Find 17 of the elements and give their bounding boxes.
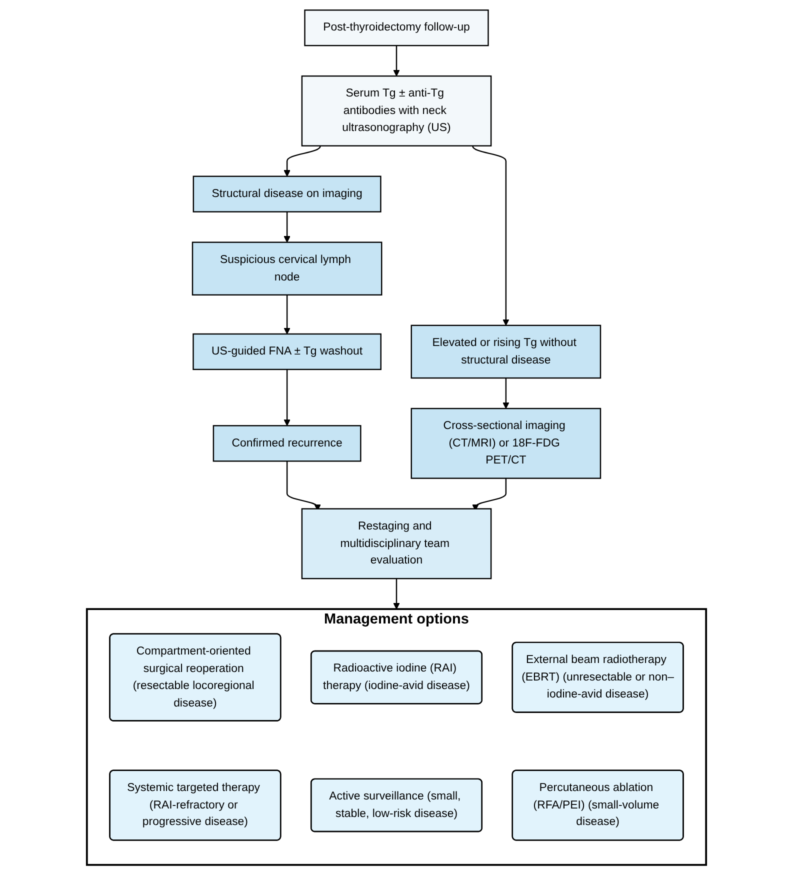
node-box: Structural disease on imaging: [192, 176, 382, 212]
node-box: US-guided FNA ± Tg washout: [192, 333, 382, 370]
arrow: [284, 369, 290, 426]
node-box: Suspicious cervical lymph node: [192, 242, 382, 296]
arrow: [502, 378, 510, 409]
node-box: Post-thyroidectomy follow-up: [304, 10, 489, 46]
node-box: Serum Tg ± anti-Tg antibodies with neck ultrasonography (US): [301, 75, 492, 146]
arrow: [284, 294, 290, 334]
arrow: [472, 146, 510, 326]
arrow: [393, 578, 400, 610]
node-box: Cross-sectional imaging (CT/MRI) or 18F-FDG PET/CT: [410, 408, 602, 479]
arrow: [284, 212, 290, 243]
arrow: [284, 146, 321, 177]
node-box: Restaging and multidisciplinary team evaluation: [301, 508, 492, 580]
node-box: Confirmed recurrence: [212, 425, 362, 462]
node-box: Elevated or rising Tg without structural disease: [410, 324, 602, 379]
arrow: [393, 46, 400, 76]
